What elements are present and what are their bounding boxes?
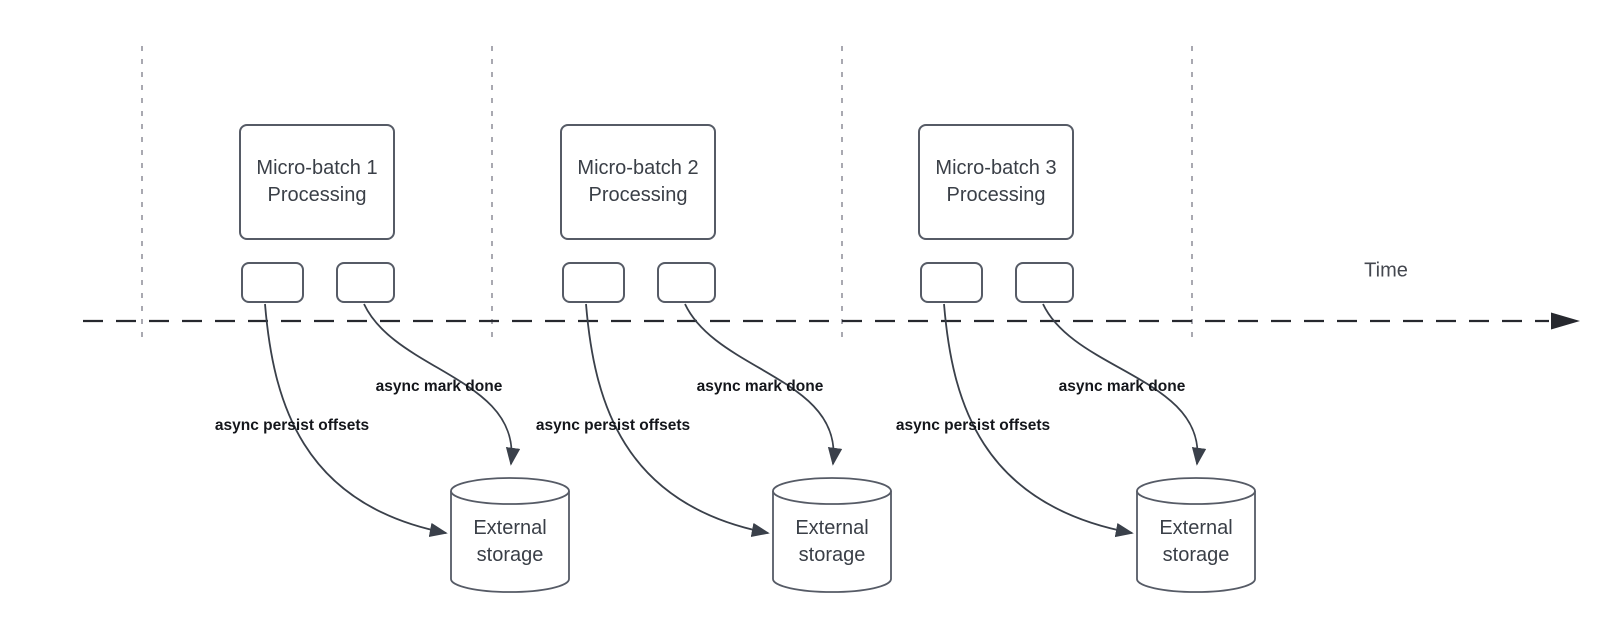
external-storage-cylinder-3 xyxy=(1136,477,1256,593)
persist-offsets-arrow-2 xyxy=(585,303,770,538)
mark-done-arrow-1 xyxy=(363,303,521,466)
mark-done-arrow-3 xyxy=(1042,303,1207,466)
micro-batch-1-box: Micro-batch 1 Processing xyxy=(239,124,395,240)
external-storage-cylinder-1 xyxy=(450,477,570,593)
mark-done-task-box-3 xyxy=(1015,262,1074,303)
mark-done-task-box-2 xyxy=(657,262,716,303)
time-label: Time xyxy=(1364,259,1408,282)
micro-batch-2-subtitle: Processing xyxy=(588,184,688,206)
timeline-arrowhead-icon xyxy=(1551,312,1580,330)
persist-offsets-task-box-1 xyxy=(241,262,304,303)
mark-done-arrow-2 xyxy=(684,303,843,466)
async-mark-done-label-2: async mark done xyxy=(696,378,824,395)
micro-batch-2-title: Micro-batch 2 xyxy=(577,157,699,179)
persist-offsets-task-box-3 xyxy=(920,262,983,303)
async-mark-done-label-1: async mark done xyxy=(375,378,503,395)
persist-offsets-arrow-1 xyxy=(264,303,448,537)
async-persist-offsets-label-1: async persist offsets xyxy=(214,417,370,434)
micro-batch-3-title: Micro-batch 3 xyxy=(935,157,1057,179)
micro-batch-2-box: Micro-batch 2 Processing xyxy=(560,124,716,240)
micro-batch-3-box: Micro-batch 3 Processing xyxy=(918,124,1074,240)
external-storage-label-3: External storage xyxy=(1159,517,1233,566)
async-persist-offsets-label-2: async persist offsets xyxy=(535,417,691,434)
micro-batch-1-title: Micro-batch 1 xyxy=(256,157,378,179)
mark-done-task-box-1 xyxy=(336,262,395,303)
micro-batch-1-subtitle: Processing xyxy=(267,184,367,206)
external-storage-cylinder-2 xyxy=(772,477,892,593)
external-storage-label-2: External storage xyxy=(795,517,869,566)
async-mark-done-label-3: async mark done xyxy=(1058,378,1186,395)
micro-batch-3-subtitle: Processing xyxy=(946,184,1046,206)
persist-offsets-arrow-3 xyxy=(943,303,1134,538)
external-storage-label-1: External storage xyxy=(473,517,547,566)
async-persist-offsets-label-3: async persist offsets xyxy=(895,417,1051,434)
persist-offsets-task-box-2 xyxy=(562,262,625,303)
